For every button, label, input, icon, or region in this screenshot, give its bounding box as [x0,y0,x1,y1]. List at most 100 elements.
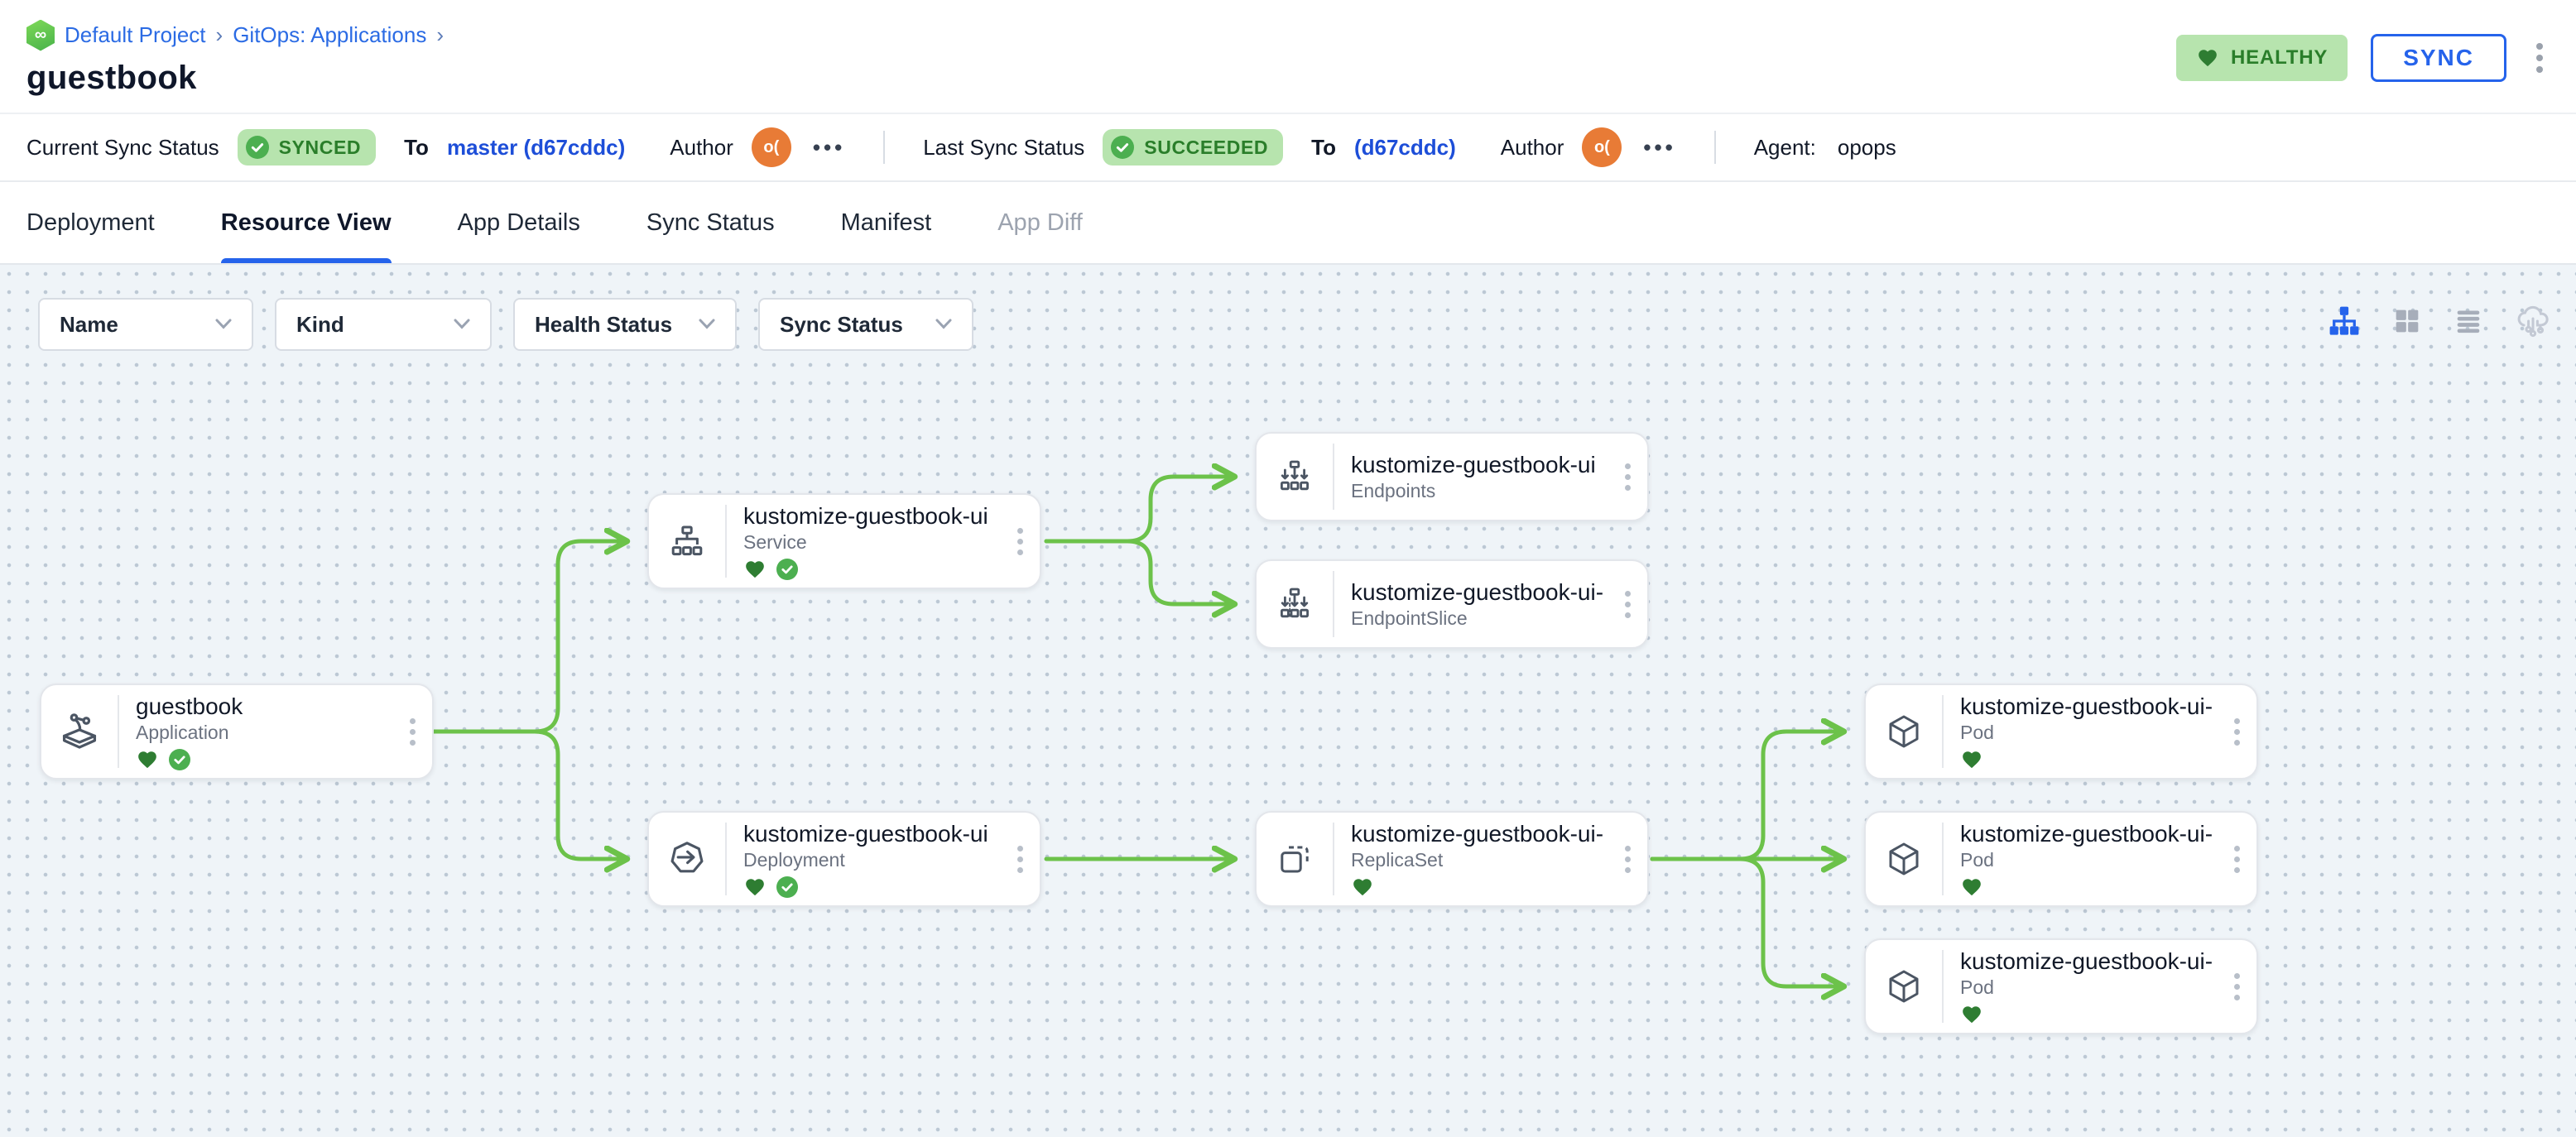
resource-node-endpointslice[interactable]: kustomize-guestbook-ui-... EndpointSlice [1255,559,1649,649]
node-title: kustomize-guestbook-ui-... [1351,578,1604,605]
node-more-menu-icon[interactable] [1608,845,1647,873]
commit-more-ellipsis[interactable]: ••• [1643,134,1676,160]
to-label: To [404,134,429,160]
resource-node-endpoints[interactable]: kustomize-guestbook-ui Endpoints [1255,432,1649,521]
agent-label: Agent: [1753,134,1816,160]
node-title: kustomize-guestbook-ui-... [1960,693,2213,719]
pod-icon [1866,839,1942,879]
resource-node-deployment[interactable]: kustomize-guestbook-ui Deployment [647,811,1041,907]
filter-row: Name Kind Health Status Sync Status [38,298,973,351]
node-more-menu-icon[interactable] [1000,527,1040,555]
tab-manifest[interactable]: Manifest [840,209,932,236]
list-view-icon[interactable] [2452,305,2485,338]
breadcrumb: ∞ Default Project › GitOps: Applications… [26,19,444,51]
divider [1333,823,1334,895]
node-kind: Application [136,721,229,743]
healthy-heart-icon [138,751,156,768]
commit-more-ellipsis[interactable]: ••• [812,134,846,160]
node-more-menu-icon[interactable] [1608,590,1647,618]
node-kind: Pod [1960,721,1994,743]
heart-icon [2199,50,2217,67]
synced-check-icon [169,748,190,770]
node-title: guestbook [136,693,243,719]
sync-button[interactable]: SYNC [2371,34,2506,82]
filter-label: Name [60,311,118,337]
current-sync-status-label: Current Sync Status [26,134,219,160]
synced-check-icon [776,876,798,898]
node-more-menu-icon[interactable] [1000,845,1040,873]
filter-label: Sync Status [780,311,903,337]
health-status-badge: HEALTHY [2176,35,2348,81]
last-revision-link[interactable]: (d67cddc) [1353,134,1456,160]
current-sync-badge-label: SYNCED [278,136,362,158]
synced-check-icon [776,558,798,580]
divider [1942,823,1944,895]
filter-label: Health Status [535,311,673,337]
divider [1333,571,1334,637]
filter-health-status-dropdown[interactable]: Health Status [513,298,737,351]
agent-value: opops [1837,134,1896,160]
healthy-heart-icon [1963,751,1981,768]
resource-node-pod-3[interactable]: kustomize-guestbook-ui-... Pod [1864,938,2258,1034]
view-toggle-group [2326,301,2553,341]
node-title: kustomize-guestbook-ui [1351,451,1596,477]
resource-node-application-guestbook[interactable]: guestbook Application [40,684,434,780]
node-title: kustomize-guestbook-ui-... [1960,948,2213,974]
breadcrumb-applications-link[interactable]: GitOps: Applications [233,22,427,47]
resource-node-replicaset[interactable]: kustomize-guestbook-ui-... ReplicaSet [1255,811,1649,907]
node-more-menu-icon[interactable] [2217,845,2256,873]
tab-bar: Deployment Resource View App Details Syn… [0,182,2576,265]
healthy-heart-icon [746,878,764,895]
node-title: kustomize-guestbook-ui [743,502,988,529]
sync-status-bar: Current Sync Status SYNCED To master (d6… [0,113,2576,182]
filter-name-dropdown[interactable]: Name [38,298,253,351]
chevron-down-icon [935,319,952,329]
deployment-icon [649,838,725,880]
divider [118,695,119,768]
node-kind: Service [743,530,807,553]
divider [725,823,727,895]
healthy-heart-icon [1963,1005,1981,1023]
resource-node-pod-1[interactable]: kustomize-guestbook-ui-... Pod [1864,684,2258,780]
grid-view-icon[interactable] [2391,305,2424,338]
tree-view-icon[interactable] [2326,303,2362,339]
node-more-menu-icon[interactable] [392,717,432,746]
chevron-down-icon [215,319,232,329]
healthy-heart-icon [1963,878,1981,895]
node-more-menu-icon[interactable] [1608,463,1647,491]
filter-sync-status-dropdown[interactable]: Sync Status [758,298,973,351]
resource-node-service[interactable]: kustomize-guestbook-ui Service [647,493,1041,589]
tab-resource-view[interactable]: Resource View [220,182,392,263]
healthy-heart-icon [1353,878,1372,895]
page-title: guestbook [26,59,197,96]
filter-label: Kind [296,311,344,337]
current-revision-link[interactable]: master (d67cddc) [446,134,626,160]
tab-deployment[interactable]: Deployment [26,209,155,236]
node-kind: ReplicaSet [1351,848,1444,871]
node-kind: Pod [1960,848,1994,871]
node-title: kustomize-guestbook-ui [743,820,988,847]
app-more-menu-icon[interactable] [2530,36,2550,79]
node-more-menu-icon[interactable] [2217,717,2256,746]
node-more-menu-icon[interactable] [2217,972,2256,1000]
tab-app-details[interactable]: App Details [457,209,580,236]
breadcrumb-project-link[interactable]: Default Project [65,22,206,47]
author-label: Author [1500,134,1564,160]
filter-kind-dropdown[interactable]: Kind [275,298,492,351]
endpoints-icon [1257,457,1333,497]
chevron-down-icon [454,319,470,329]
pod-icon [1866,967,1942,1006]
author-label: Author [670,134,733,160]
current-sync-status-badge: SYNCED [237,129,377,166]
node-kind: Deployment [743,848,845,871]
divider [1713,131,1716,164]
tab-sync-status[interactable]: Sync Status [646,209,775,236]
project-logo-icon: ∞ [26,19,55,51]
author-avatar: o( [751,127,791,167]
health-badge-label: HEALTHY [2231,46,2328,69]
breadcrumb-separator: › [215,22,223,47]
breadcrumb-separator: › [436,22,444,47]
cloud-hierarchy-view-icon[interactable] [2513,301,2553,341]
resource-node-pod-2[interactable]: kustomize-guestbook-ui-... Pod [1864,811,2258,907]
last-sync-status-badge: SUCCEEDED [1103,129,1284,166]
